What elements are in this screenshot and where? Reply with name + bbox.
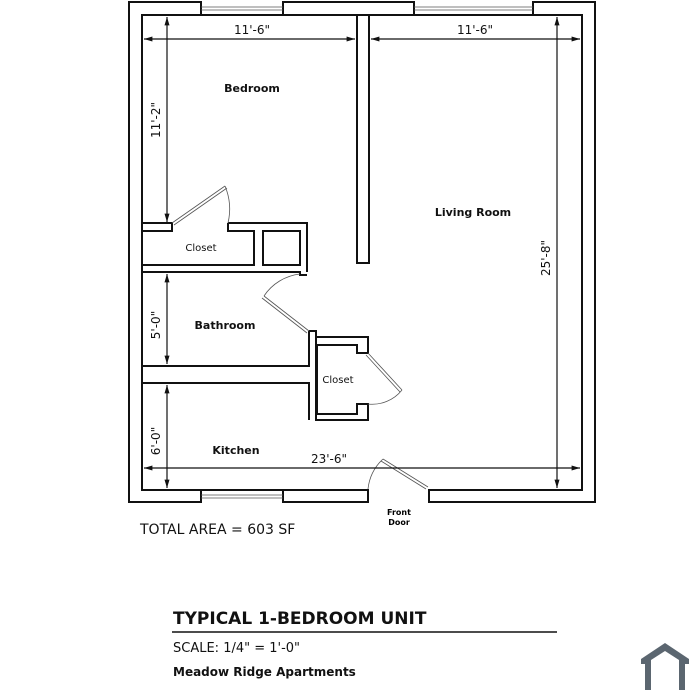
house-logo-icon <box>641 643 689 690</box>
dim-bathroom-depth: 5'-0" <box>149 311 163 339</box>
dim-bedroom-depth: 11'-2" <box>149 102 163 138</box>
dim-living-width: 11'-6" <box>457 23 493 37</box>
front-door-label-line2: Door <box>388 518 410 527</box>
room-label-bathroom: Bathroom <box>195 319 256 332</box>
front-door[interactable] <box>367 458 429 490</box>
room-label-closet-hall: Closet <box>322 375 353 386</box>
kitchen-wall <box>142 382 310 420</box>
property-name: Meadow Ridge Apartments <box>173 665 356 679</box>
room-label-living-room: Living Room <box>435 206 511 219</box>
dim-kitchen-depth: 6'-0" <box>149 427 163 455</box>
room-label-closet: Closet <box>185 243 216 254</box>
plan-title: TYPICAL 1-BEDROOM UNIT <box>173 609 427 629</box>
dimension-lines <box>144 17 580 488</box>
room-label-kitchen: Kitchen <box>212 444 259 457</box>
total-area: TOTAL AREA = 603 SF <box>139 522 295 538</box>
dim-bedroom-width: 11'-6" <box>234 23 270 37</box>
windows <box>201 6 533 499</box>
front-door-label-line1: Front <box>387 508 411 517</box>
dim-total-width: 23'-6" <box>311 452 347 466</box>
room-label-bedroom: Bedroom <box>224 82 280 95</box>
dim-total-depth: 25'-8" <box>539 240 553 276</box>
closet-block <box>142 185 308 272</box>
partition-wall <box>356 15 370 264</box>
hall-closet-walls <box>315 336 403 421</box>
plan-scale: SCALE: 1/4" = 1'-0" <box>173 641 300 656</box>
bathroom-walls <box>142 271 317 367</box>
